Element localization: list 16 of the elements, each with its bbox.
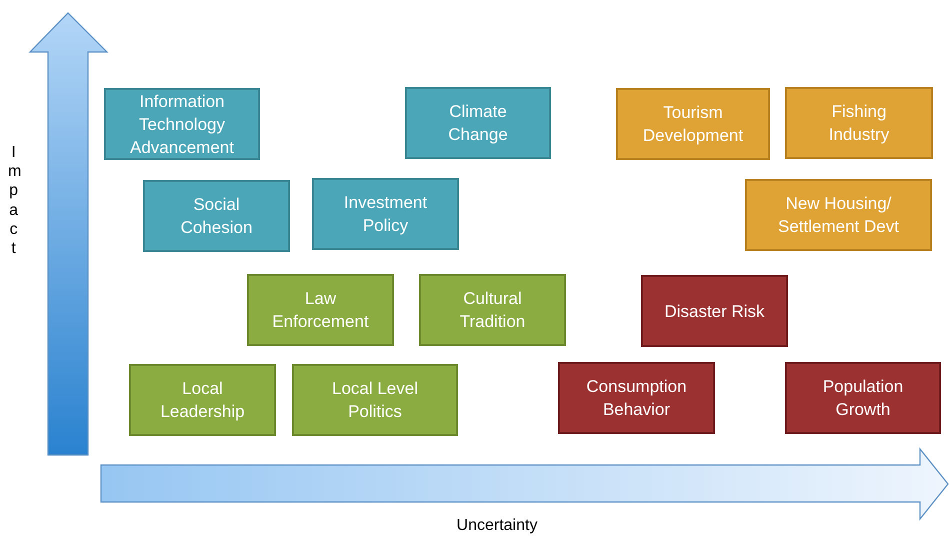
factor-box: Fishing Industry (785, 87, 933, 159)
factor-box: Tourism Development (616, 88, 770, 160)
factor-box: Social Cohesion (143, 180, 290, 252)
axis-label: Uncertainty (456, 516, 538, 536)
factor-box: Law Enforcement (247, 274, 394, 346)
factor-box: Population Growth (785, 362, 941, 434)
factor-box: New Housing/ Settlement Devt (745, 179, 932, 251)
factor-box: Investment Policy (312, 178, 459, 250)
factor-box: Climate Change (405, 87, 551, 159)
factor-box: Local Leadership (129, 364, 276, 436)
factor-box: Local Level Politics (292, 364, 458, 436)
factor-box: Disaster Risk (641, 275, 788, 347)
axis-label: Impact (8, 143, 20, 258)
factor-box: Consumption Behavior (558, 362, 715, 434)
factor-box: Cultural Tradition (419, 274, 566, 346)
factor-box: Information Technology Advancement (104, 88, 260, 160)
